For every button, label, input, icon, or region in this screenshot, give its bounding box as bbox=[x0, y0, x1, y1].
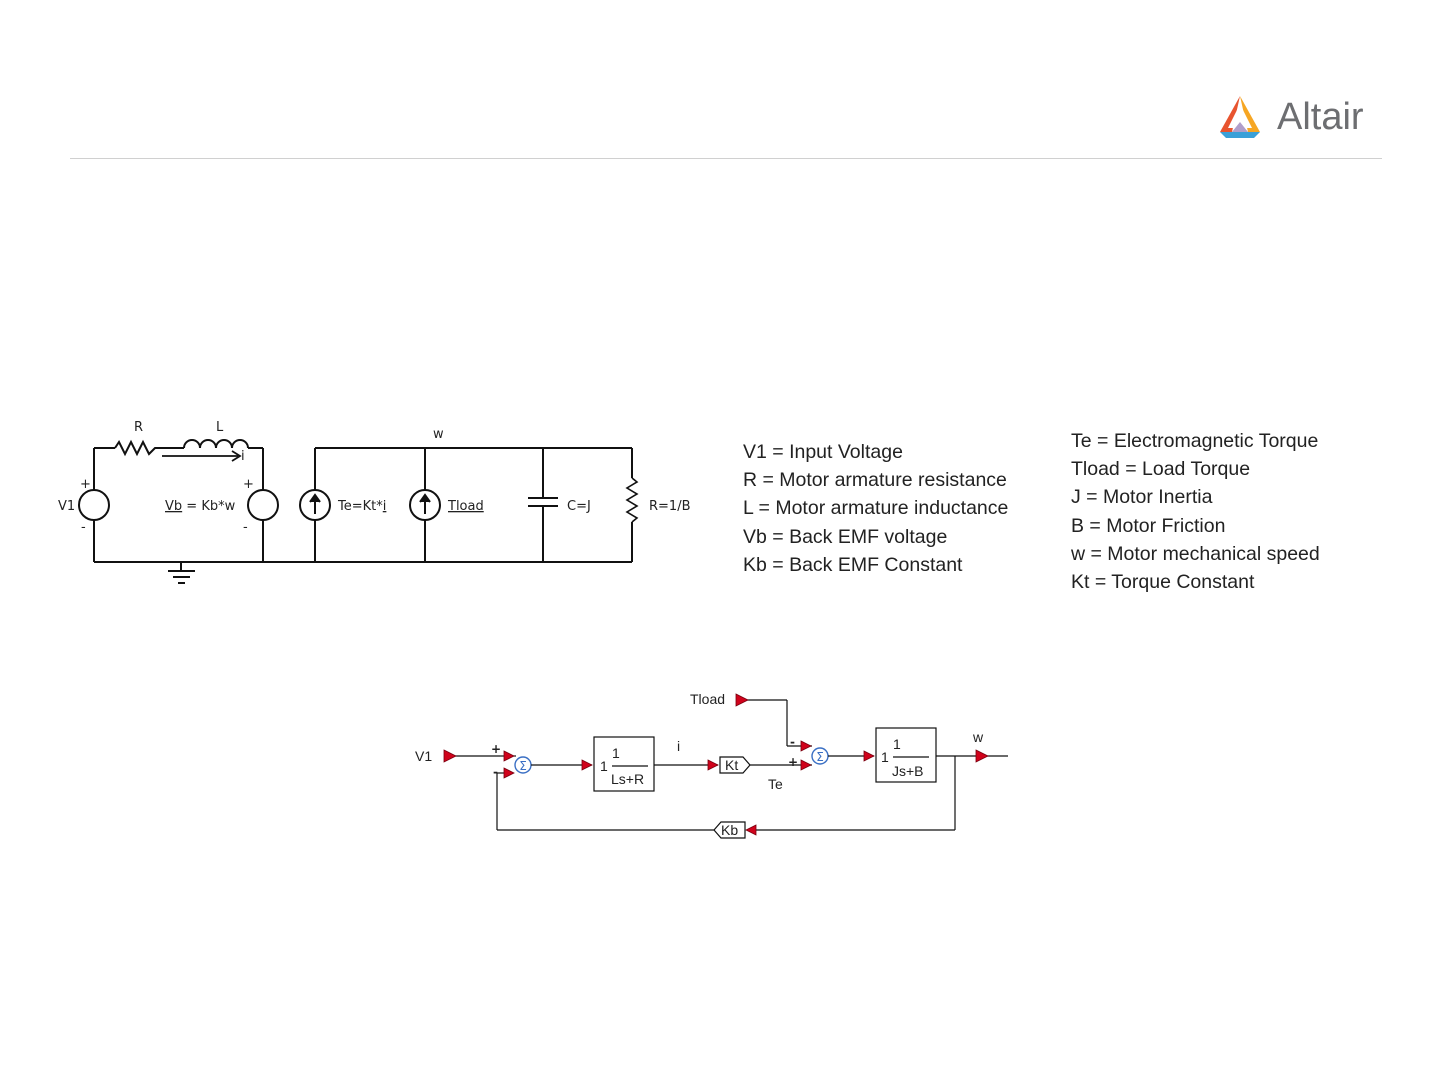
legend-item-te: Te = Electromagnetic Torque bbox=[1071, 430, 1319, 452]
label-vb: Vb = Kb*w bbox=[165, 499, 236, 514]
transfer-function-electrical bbox=[593, 736, 655, 792]
legend-item-l: L = Motor armature inductance bbox=[743, 497, 1009, 520]
label-vb-name: Vb bbox=[165, 499, 182, 514]
label-res: R=1/B bbox=[649, 499, 691, 514]
altair-logo-text: Altair bbox=[1277, 96, 1364, 138]
current-source-te bbox=[299, 489, 331, 521]
sum2-plus: + bbox=[788, 755, 798, 769]
block-label-v1: V1 bbox=[415, 748, 432, 764]
label-te: Te=Kt*i bbox=[337, 499, 386, 514]
resistor-r bbox=[114, 439, 160, 457]
sum1-minus: - bbox=[493, 765, 498, 779]
label-tload: Tload bbox=[447, 499, 484, 514]
label-l: L bbox=[216, 420, 224, 435]
label-v1: V1 bbox=[58, 499, 75, 514]
current-source-tload bbox=[409, 489, 441, 521]
sum2-minus: - bbox=[790, 735, 795, 749]
legend-item-kb: Kb = Back EMF Constant bbox=[743, 553, 963, 576]
tf1-gain: 1 bbox=[600, 758, 608, 774]
gain-kt bbox=[719, 756, 751, 774]
inductor-l bbox=[183, 439, 249, 449]
electrical-circuit bbox=[78, 439, 639, 584]
block-label-te: Te bbox=[768, 776, 783, 792]
label-cap: C=J bbox=[567, 499, 591, 514]
block-label-i: i bbox=[677, 738, 680, 754]
tf2-gain: 1 bbox=[881, 749, 889, 765]
legend-item-tload: Tload = Load Torque bbox=[1071, 458, 1251, 481]
label-vb-minus: - bbox=[243, 520, 248, 535]
legend-left: V1 = Input Voltage R = Motor armature re… bbox=[743, 438, 1008, 579]
tf2-denominator: Js+B bbox=[892, 763, 924, 779]
tf2-numerator: 1 bbox=[893, 736, 901, 752]
legend-item-r: R = Motor armature resistance bbox=[743, 469, 1007, 492]
sum1-sigma-icon: Σ bbox=[519, 759, 527, 773]
label-r: R bbox=[134, 420, 143, 435]
header-divider bbox=[70, 158, 1382, 159]
block-label-w: w bbox=[972, 729, 984, 745]
transfer-function-mechanical bbox=[875, 727, 937, 783]
gain-kb-label: Kb bbox=[721, 822, 738, 838]
label-te-lead: Te=Kt* bbox=[337, 499, 383, 514]
label-w: w bbox=[433, 427, 444, 442]
block-diagram bbox=[443, 693, 1008, 839]
label-v1-minus: - bbox=[81, 520, 86, 535]
legend-item-b: B = Motor Friction bbox=[1071, 514, 1226, 537]
voltage-source-v1 bbox=[78, 489, 110, 521]
legend-right: Te = Electromagnetic Torque Tload = Load… bbox=[1071, 427, 1320, 596]
legend-item-v1: V1 = Input Voltage bbox=[743, 441, 903, 463]
voltage-source-vb bbox=[247, 489, 279, 521]
label-te-i: i bbox=[383, 499, 387, 514]
block-label-tload: Tload bbox=[690, 691, 725, 707]
port-v1 bbox=[443, 749, 457, 763]
tf1-numerator: 1 bbox=[612, 745, 620, 761]
label-v1-plus: + bbox=[80, 477, 91, 492]
sum1-plus: + bbox=[491, 742, 501, 756]
gain-kt-label: Kt bbox=[725, 757, 738, 773]
port-tload bbox=[735, 693, 749, 707]
legend-item-kt: Kt = Torque Constant bbox=[1071, 571, 1255, 594]
label-vb-rest: = Kb*w bbox=[182, 499, 235, 514]
legend-item-w: w = Motor mechanical speed bbox=[1071, 542, 1320, 565]
altair-logo-icon bbox=[1220, 96, 1260, 138]
label-i: i bbox=[241, 449, 245, 464]
port-w bbox=[975, 749, 989, 763]
legend-item-j: J = Motor Inertia bbox=[1071, 486, 1213, 509]
sum2-sigma-icon: Σ bbox=[816, 750, 824, 764]
tf1-denominator: Ls+R bbox=[611, 771, 644, 787]
label-vb-plus: + bbox=[243, 477, 254, 492]
gain-kb bbox=[713, 821, 746, 839]
legend-item-vb: Vb = Back EMF voltage bbox=[743, 525, 948, 548]
